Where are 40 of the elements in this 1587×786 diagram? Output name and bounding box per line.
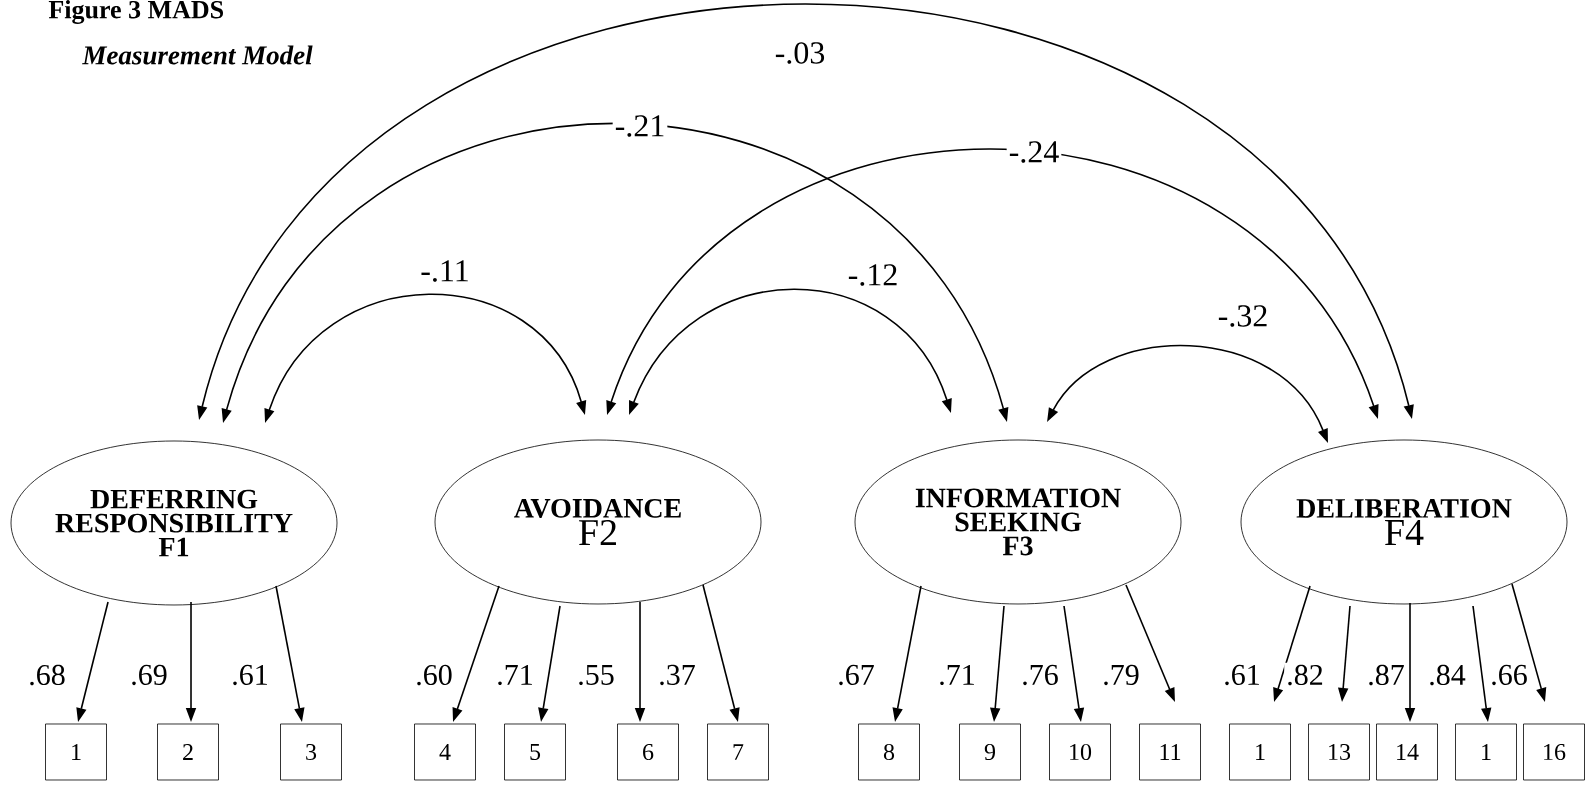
edge-label: -.11	[418, 258, 472, 284]
item-box: 6	[617, 723, 679, 781]
edge-label: -.32	[1215, 303, 1271, 329]
item-box: 8	[858, 723, 920, 781]
item-box: 1	[45, 723, 107, 781]
edge-label: .84	[1426, 662, 1468, 688]
item-box: 9	[959, 723, 1021, 781]
item-box: 2	[157, 723, 219, 781]
edge-label: -.03	[772, 40, 828, 66]
edge-label: .61	[1221, 662, 1263, 688]
subtitle: Measurement Model	[82, 45, 313, 65]
edge-label: -.12	[845, 262, 901, 288]
edge-label: .82	[1284, 662, 1326, 688]
edge-label: .68	[26, 662, 68, 688]
item-box: 10	[1049, 723, 1111, 781]
edge-label: .37	[656, 662, 698, 688]
figure-title: Figure 3 MADS	[48, 0, 223, 24]
edge-label: .71	[936, 662, 978, 688]
edge-label: .67	[835, 662, 877, 688]
edge-label: .60	[413, 662, 455, 688]
edge-label: .79	[1100, 662, 1142, 688]
edge-label: .71	[494, 662, 536, 688]
item-box: 13	[1308, 723, 1370, 781]
edge-label: .66	[1488, 662, 1530, 688]
item-box: 16	[1523, 723, 1585, 781]
item-box: 1	[1455, 723, 1517, 781]
edge-label: -.21	[612, 113, 668, 139]
item-box: 1	[1229, 723, 1291, 781]
item-box: 11	[1139, 723, 1201, 781]
item-box: 4	[414, 723, 476, 781]
edge-label: -.24	[1006, 139, 1062, 165]
edge-label: .76	[1019, 662, 1061, 688]
item-box: 14	[1376, 723, 1438, 781]
item-box: 5	[504, 723, 566, 781]
edge-label: .55	[575, 662, 617, 687]
edge-label: .87	[1365, 662, 1407, 688]
edge-label: .69	[128, 662, 170, 688]
item-box: 7	[707, 723, 769, 781]
item-box: 3	[280, 723, 342, 781]
edge-label: .61	[229, 662, 271, 688]
